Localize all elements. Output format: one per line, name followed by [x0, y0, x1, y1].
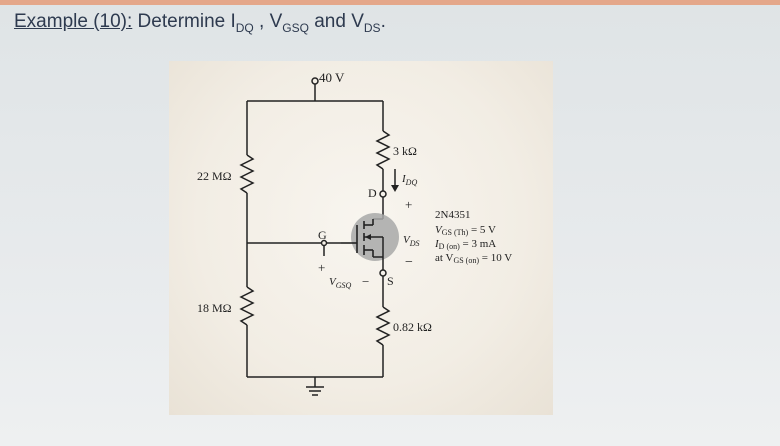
source-node-label: S [387, 274, 394, 288]
circuit-diagram: 40 V 22 MΩ 18 MΩ 3 kΩ 0.82 kΩ D G S IDQ … [197, 70, 512, 396]
resistor-18M [239, 286, 255, 326]
drain-node-label: D [368, 186, 377, 200]
mosfet-symbol [341, 219, 383, 257]
device-name: 2N4351 [435, 209, 470, 221]
resistor-0.82k [375, 306, 391, 346]
vds-minus: − [405, 255, 413, 270]
problem-title: Example (10): Determine IDQ , VGSQ and V… [14, 11, 386, 35]
r-bottom-label: 18 MΩ [197, 301, 232, 315]
resistor-22M [239, 154, 255, 194]
gate-node-label: G [318, 228, 327, 242]
top-accent-bar [0, 0, 780, 5]
r-drain-label: 3 kΩ [393, 144, 417, 158]
mosfet-arrow-icon [365, 234, 371, 240]
vgs-label: VGSQ [329, 276, 352, 290]
resistor-3k [375, 130, 391, 170]
spec-vgs-on: at VGS (on) = 10 V [435, 252, 512, 265]
current-label: IDQ [401, 173, 417, 187]
circuit-figure: 40 V 22 MΩ 18 MΩ 3 kΩ 0.82 kΩ D G S IDQ … [169, 61, 553, 415]
r-top-label: 22 MΩ [197, 169, 232, 183]
vds-plus: + [405, 197, 412, 212]
spec-vgs-th: VGS (Th) = 5 V [435, 224, 496, 237]
vgs-plus: + [318, 260, 325, 275]
supply-terminal [311, 77, 319, 85]
vds-label: VDS [403, 234, 420, 248]
current-arrow-icon [391, 185, 399, 192]
example-label: Example (10): [14, 11, 133, 32]
r-source-label: 0.82 kΩ [393, 320, 432, 334]
spec-id-on: ID (on) = 3 mA [434, 238, 496, 251]
supply-voltage: 40 V [319, 70, 345, 85]
vgs-minus: − [362, 274, 369, 289]
